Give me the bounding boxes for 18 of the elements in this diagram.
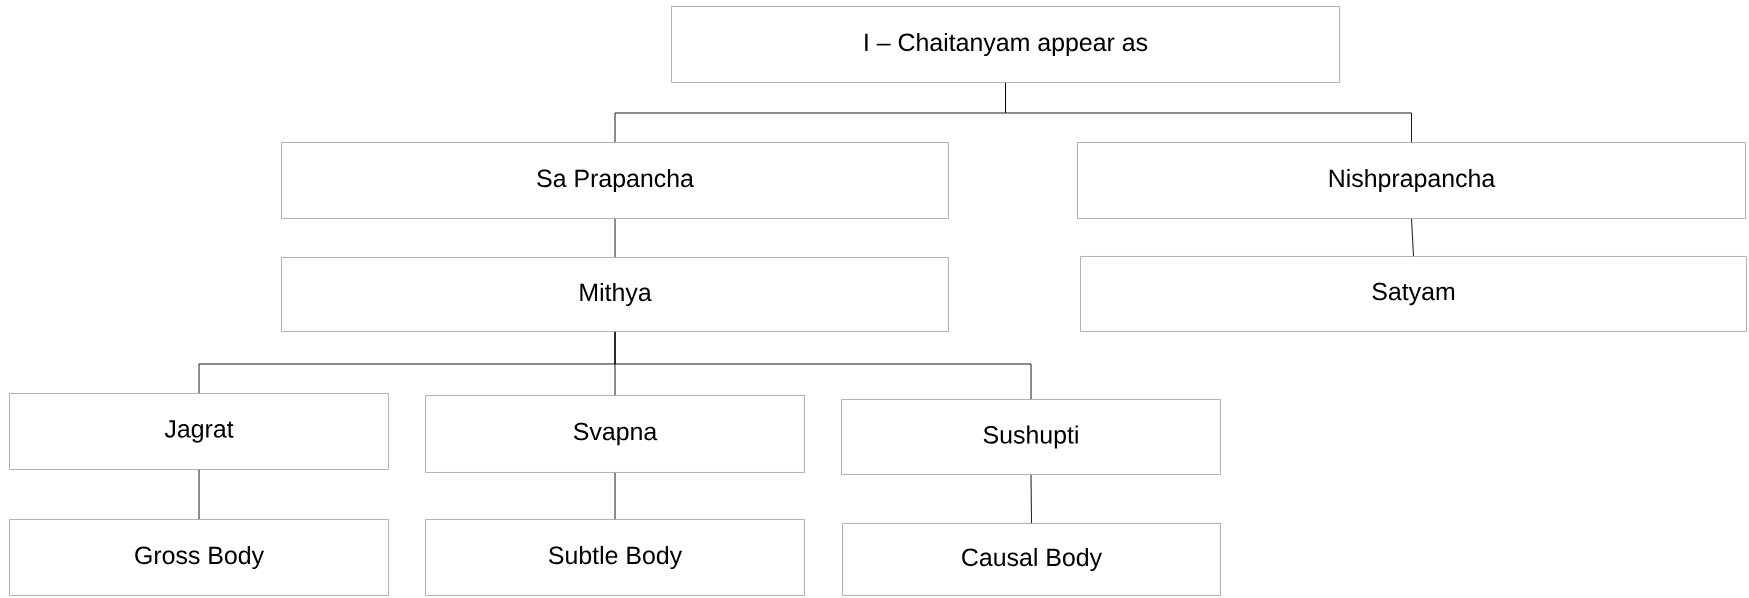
connector-line [1030,474,1032,524]
text-box: Gross Body [9,519,389,596]
text-box: Jagrat [9,393,389,470]
connector-line [614,331,1032,400]
text-box: Causal Body [842,523,1221,596]
connector-line [1005,82,1412,143]
connector-line [614,218,616,258]
text-box: Mithya [281,257,949,332]
text-box: Sa Prapancha [281,142,949,219]
text-box: Svapna [425,395,805,473]
connector-line [1411,218,1414,257]
text-box: I – Chaitanyam appear as [671,6,1340,83]
text-box: Subtle Body [425,519,805,596]
connector-line [198,469,200,520]
connector-line [614,472,616,520]
text-box: Sushupti [841,399,1221,475]
text-box: Satyam [1080,256,1747,332]
text-box: Nishprapancha [1077,142,1746,219]
